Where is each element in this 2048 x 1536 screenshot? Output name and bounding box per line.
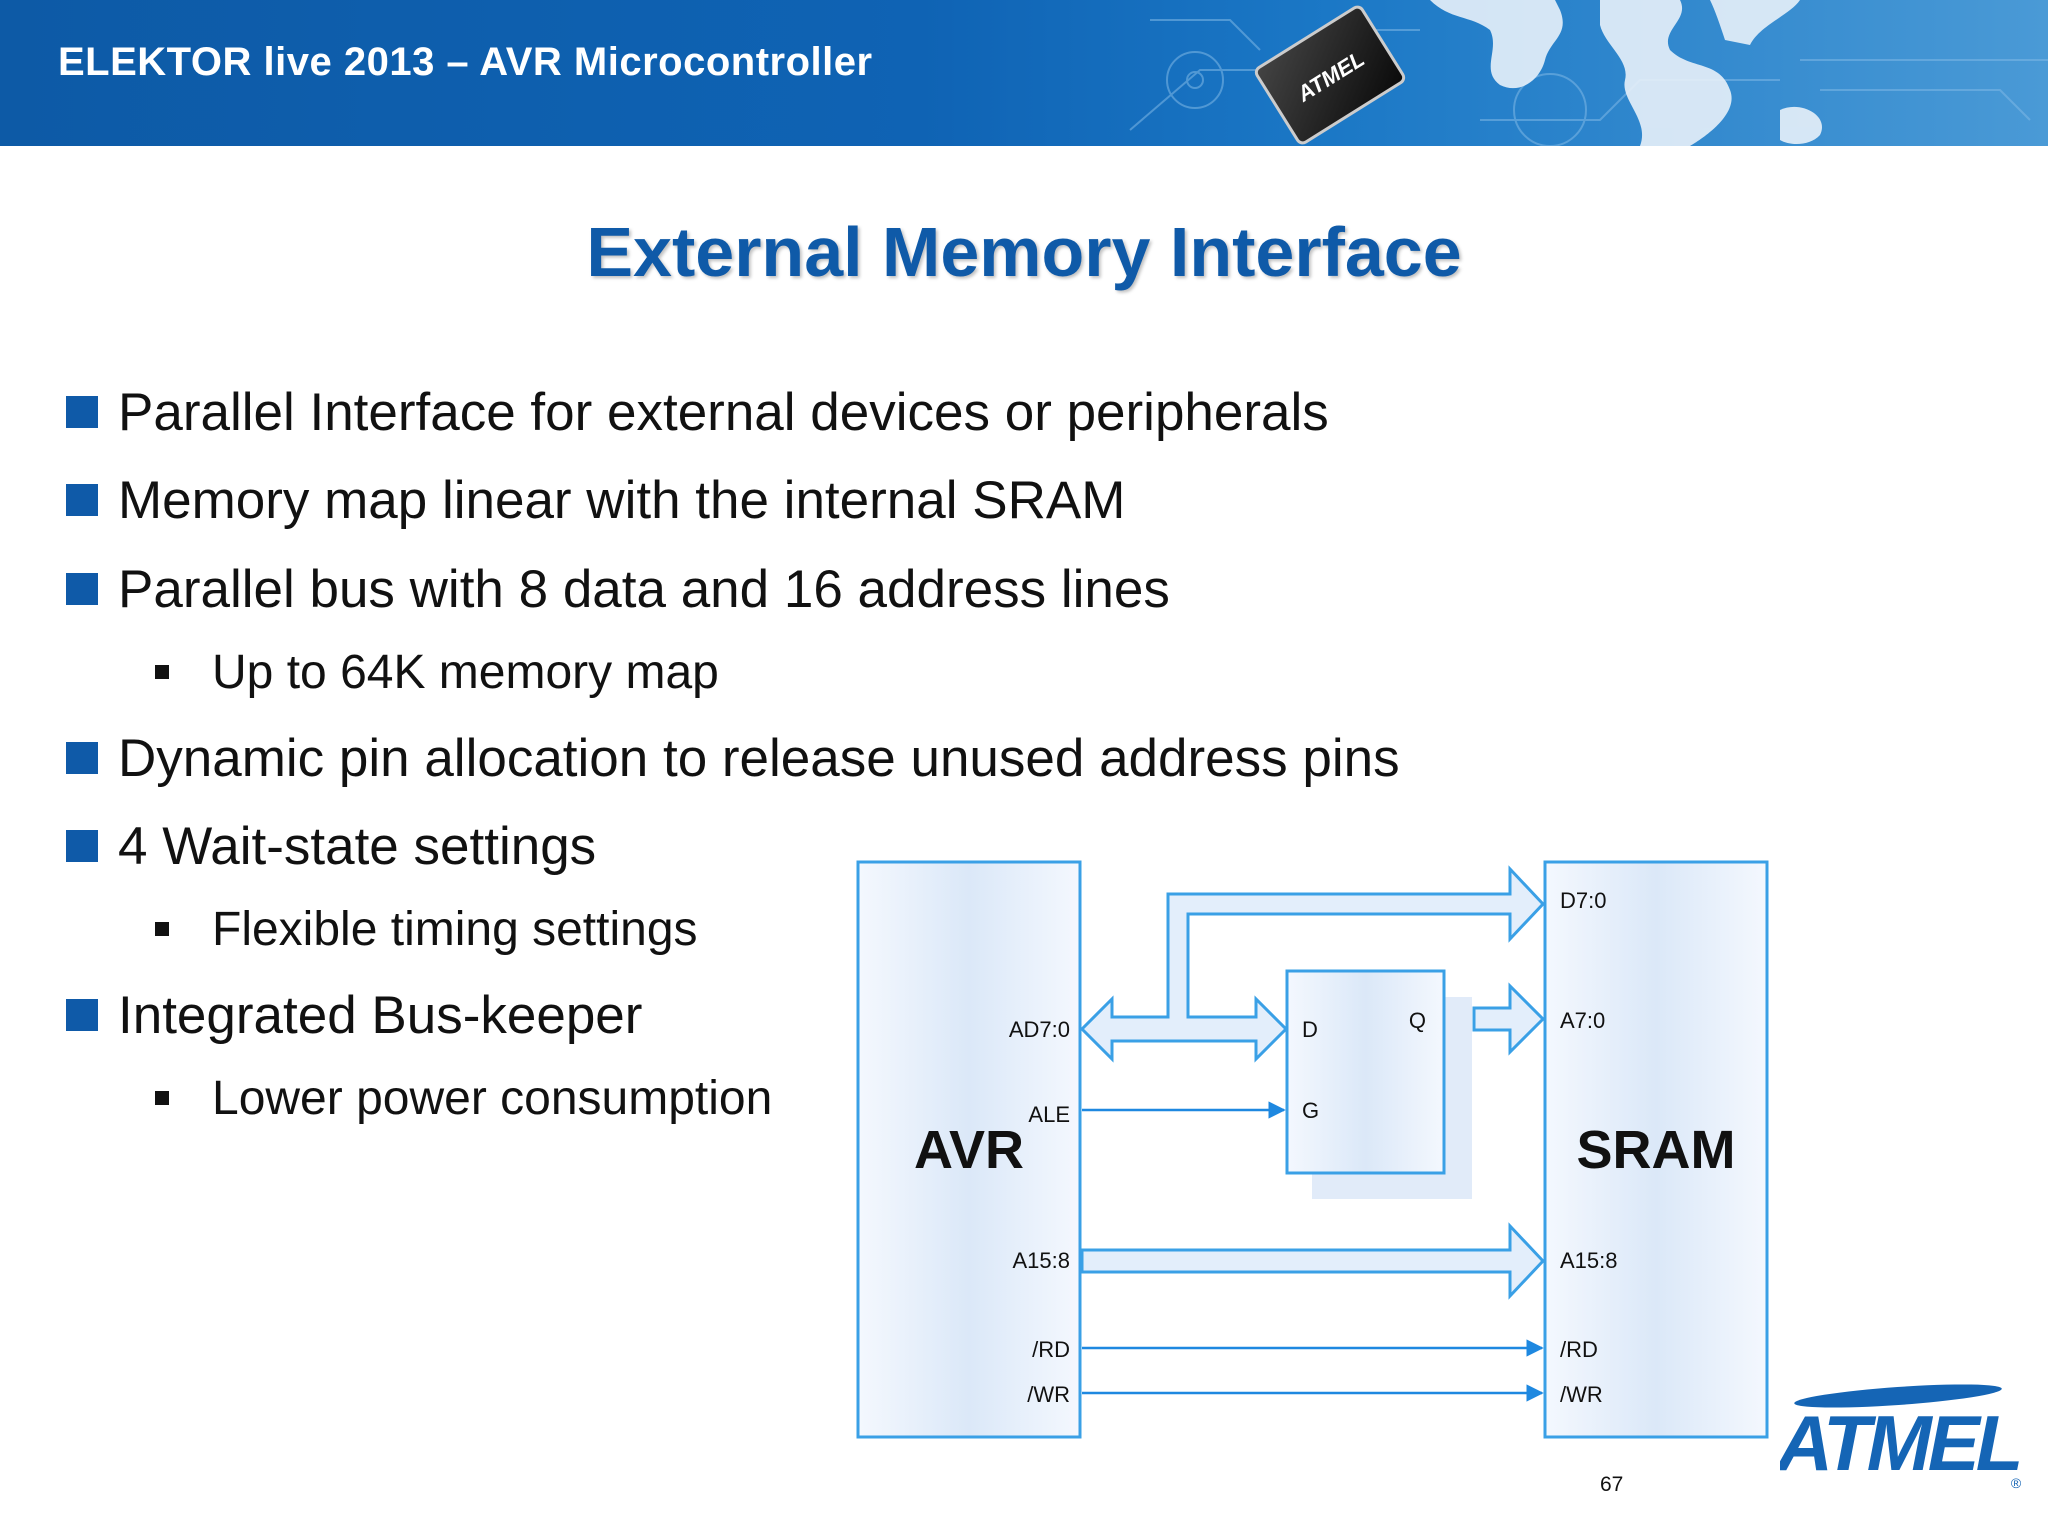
avr-block: AVR AD7:0 ALE A15:8 /RD /WR (856, 860, 1082, 1439)
latch-pin-d: D (1302, 1017, 1318, 1042)
alow-bus-arrow (1472, 982, 1546, 1056)
sram-label: SRAM (1577, 1120, 1736, 1180)
logo-text: ATMEL (1780, 1399, 2020, 1487)
avr-pin-ahigh: A15:8 (1013, 1248, 1071, 1273)
latch-block: D Q G (1285, 969, 1472, 1199)
sram-pin-ahigh: A15:8 (1560, 1248, 1618, 1273)
atmel-chip-graphic: ATMEL (1254, 5, 1406, 145)
latch-pin-g: G (1302, 1098, 1319, 1123)
avr-pin-rd: /RD (1032, 1337, 1070, 1362)
ad-bus-arrow (1079, 865, 1546, 1063)
bullet-item: Parallel bus with 8 data and 16 address … (66, 560, 1170, 619)
avr-pin-ale: ALE (1028, 1102, 1070, 1127)
ahigh-bus-arrow (1080, 1222, 1546, 1300)
sram-pin-alow: A7:0 (1560, 1008, 1605, 1033)
header-banner: ATMEL ELEKTOR live 2013 – AVR Microcontr… (0, 0, 2048, 146)
atmel-logo: ATMEL ® (1780, 1384, 2024, 1491)
avr-pin-ad: AD7:0 (1009, 1017, 1070, 1042)
sram-pin-d: D7:0 (1560, 888, 1606, 913)
logo-registered-mark: ® (2011, 1475, 2022, 1491)
slide-title: External Memory Interface (586, 213, 1462, 291)
bullet-item: Parallel Interface for external devices … (66, 383, 1329, 442)
sub-bullet-item: Lower power consumption (154, 1072, 773, 1125)
bullet-item: Dynamic pin allocation to release unused… (66, 729, 1400, 788)
bullet-item: Memory map linear with the internal SRAM (65, 471, 1126, 530)
sub-bullet-item: Up to 64K memory map (155, 646, 719, 699)
sram-block: SRAM D7:0 A7:0 A15:8 /RD /WR (1543, 860, 1769, 1439)
world-map-graphic (1430, 0, 1822, 146)
sub-bullet-item: Flexible timing settings (155, 903, 698, 956)
sram-pin-wr: /WR (1560, 1382, 1603, 1407)
page-number: 67 (1600, 1473, 1624, 1496)
avr-pin-wr: /WR (1027, 1382, 1070, 1407)
bullet-item: Integrated Bus-keeper (65, 986, 643, 1045)
header-title: ELEKTOR live 2013 – AVR Microcontroller (58, 40, 873, 84)
latch-pin-q: Q (1409, 1008, 1426, 1033)
sram-pin-rd: /RD (1560, 1337, 1598, 1362)
banner-graphic: ATMEL (1129, 0, 2048, 146)
bullet-item: 4 Wait-state settings (65, 817, 597, 876)
avr-label: AVR (914, 1120, 1024, 1180)
